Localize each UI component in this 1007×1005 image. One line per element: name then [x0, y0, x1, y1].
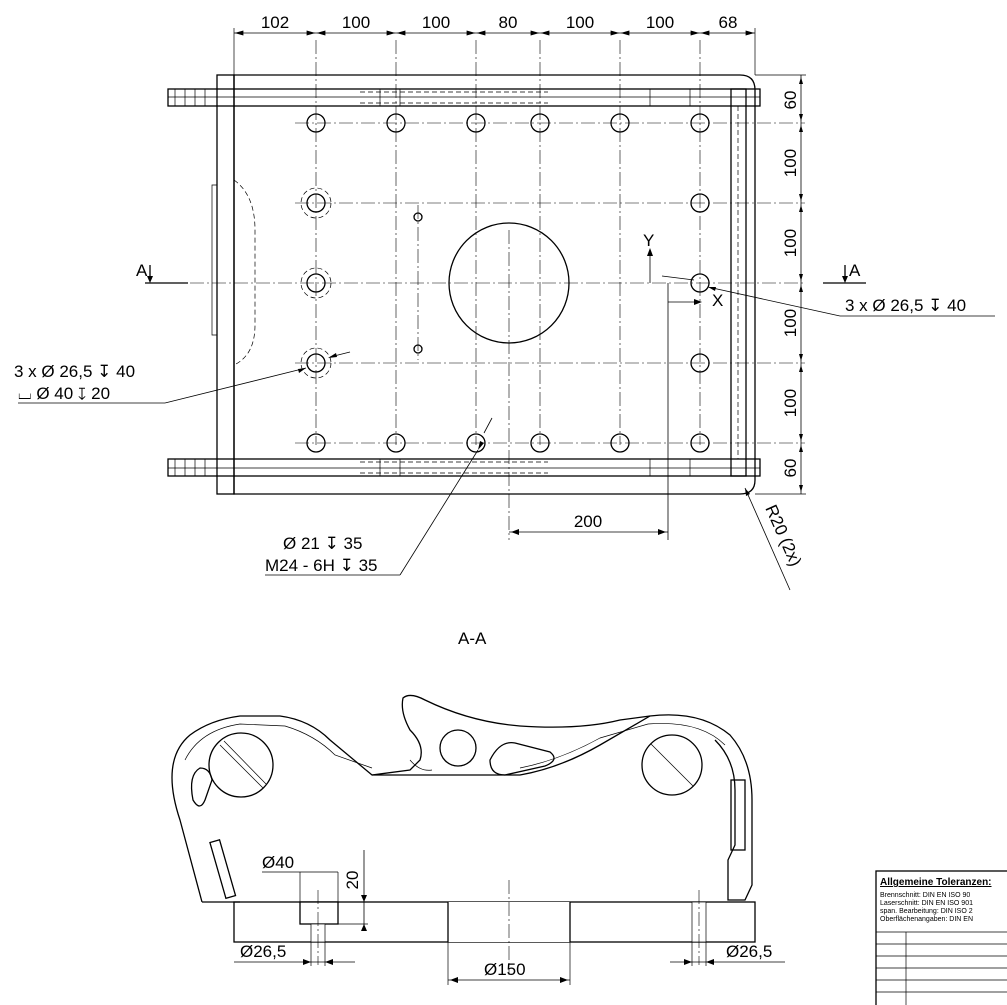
lock-left — [209, 838, 237, 900]
section-view: Ø40 20 Ø26,5 Ø150 — [171, 694, 785, 985]
radius-callout: R20 (2x) — [744, 487, 805, 591]
section-dim-d150: Ø150 — [447, 942, 571, 985]
top-dim-3: 100 — [422, 13, 450, 32]
pin-hole-small — [439, 729, 477, 767]
top-dim-4: 80 — [499, 13, 518, 32]
top-dim-7: 68 — [719, 13, 738, 32]
center-bore — [448, 222, 570, 344]
inner-contour — [184, 723, 726, 769]
callout-bottom-text-2: M24 - 6H ↧ 35 — [265, 556, 378, 575]
right-dim-2: 100 — [781, 149, 800, 177]
callout-right: 3 x Ø 26,5 ↧ 40 — [707, 286, 995, 317]
axis-y-label: Y — [643, 231, 654, 250]
svg-text:Ø26,5: Ø26,5 — [240, 942, 286, 961]
svg-text:Ø40: Ø40 — [262, 853, 294, 872]
callout-left-text-2: ⌴ Ø 40 ↧ 20 — [18, 384, 110, 403]
left-side-detail — [211, 184, 217, 336]
side-plate-outline — [171, 714, 753, 903]
callout-left: 3 x Ø 26,5 ↧ 40 ⌴ Ø 40 ↧ 20 — [14, 351, 351, 404]
right-dim-4: 100 — [781, 309, 800, 337]
section-title: A-A — [458, 629, 487, 648]
callout-left-text-1: 3 x Ø 26,5 ↧ 40 — [14, 362, 135, 381]
right-dim-3: 100 — [781, 229, 800, 257]
top-dim-6: 100 — [646, 13, 674, 32]
right-dim-5: 100 — [781, 389, 800, 417]
section-marker-right: A — [823, 261, 866, 284]
callout-bottom: Ø 21 ↧ 35 M24 - 6H ↧ 35 — [265, 417, 493, 576]
top-hook — [371, 694, 651, 776]
center-lines — [190, 40, 805, 540]
lock-right — [730, 779, 746, 851]
right-dim-1: 60 — [781, 91, 800, 110]
dim-200: 200 — [509, 512, 668, 535]
plan-view: 102 100 100 80 100 100 68 60 100 100 — [14, 13, 995, 591]
title-block-line-3: span. Bearbeitung: DIN ISO 2 — [880, 908, 973, 915]
callout-right-text: 3 x Ø 26,5 ↧ 40 — [845, 296, 966, 315]
section-dim-d40: Ø40 — [262, 853, 339, 902]
pin-hole-right — [641, 734, 703, 796]
section-marker-left: A — [136, 261, 188, 284]
svg-text:A: A — [849, 261, 861, 280]
top-dimension-chain: 102 100 100 80 100 100 68 — [233, 13, 756, 75]
title-block: Allgemeine Toleranzen: Brennschnitt: DIN… — [875, 870, 1007, 1005]
section-dim-h20: 20 — [338, 850, 368, 931]
right-dimension-chain: 60 100 100 100 100 60 — [755, 74, 806, 495]
radius-text: R20 (2x) — [761, 502, 805, 569]
title-block-heading: Allgemeine Toleranzen: — [880, 877, 992, 888]
dim-200-text: 200 — [574, 512, 602, 531]
section-dim-d26-right: Ø26,5 — [670, 942, 785, 966]
svg-text:Ø150: Ø150 — [484, 960, 526, 979]
top-dim-1: 102 — [261, 13, 289, 32]
top-rail — [167, 88, 761, 107]
right-dim-6: 60 — [781, 459, 800, 478]
top-dim-5: 100 — [566, 13, 594, 32]
axis-x-label: X — [712, 291, 723, 310]
hook-inner — [409, 759, 433, 771]
title-block-line-1: Brennschnitt: DIN EN ISO 90 — [880, 892, 970, 899]
title-block-line-4: Oberflächenangaben: DIN EN — [880, 916, 973, 923]
pin-hole-left — [208, 732, 274, 798]
svg-text:20: 20 — [343, 871, 362, 890]
holes — [300, 113, 710, 453]
top-dim-2: 100 — [342, 13, 370, 32]
title-block-line-2: Laserschnitt: DIN EN ISO 901 — [880, 900, 973, 907]
left-dashed-curve — [233, 179, 256, 366]
slot-center — [489, 741, 555, 776]
plate-outline — [233, 74, 756, 495]
coordinate-axes: Y X — [643, 231, 723, 540]
svg-text:A: A — [136, 261, 148, 280]
bottom-rail — [167, 458, 761, 477]
slot-left — [190, 767, 213, 807]
right-rail — [730, 88, 747, 477]
section-dim-d26-left: Ø26,5 — [234, 942, 355, 966]
left-side-body — [216, 74, 235, 495]
svg-text:Ø26,5: Ø26,5 — [726, 942, 772, 961]
callout-bottom-text-1: Ø 21 ↧ 35 — [283, 534, 362, 553]
